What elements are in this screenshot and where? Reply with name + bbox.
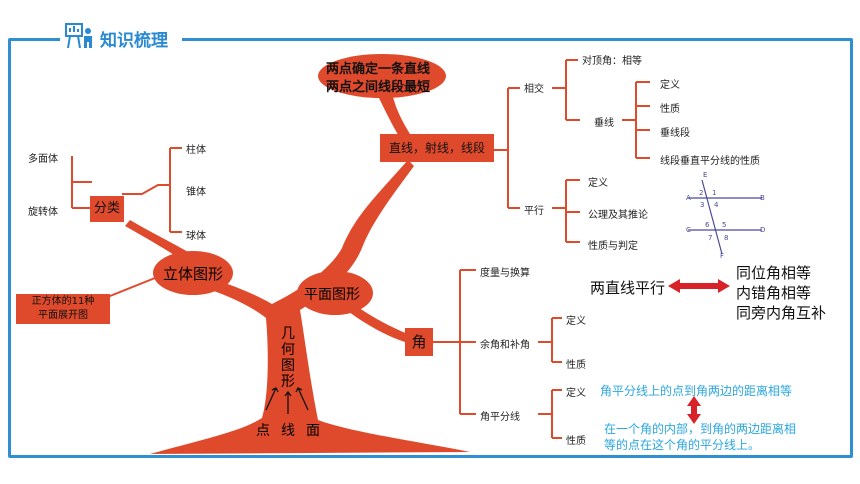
measure-label: 度量与换算	[480, 268, 530, 279]
base-dot: 点	[256, 423, 270, 439]
cs-prop-label: 性质	[566, 360, 586, 371]
para-def-label: 定义	[588, 178, 608, 189]
cube-net-node: 正方体的11种 平面展开图	[16, 294, 110, 324]
fig-label-3: 3	[700, 201, 705, 209]
perp-bisector-label: 线段垂直平分线的性质	[660, 156, 760, 167]
bisector-label: 角平分线	[480, 412, 520, 423]
cube-net-line1: 正方体的11种	[31, 296, 95, 307]
tree-trunk	[150, 160, 470, 454]
perp-prop-label: 性质	[660, 104, 680, 115]
cube-net-line2: 平面展开图	[38, 310, 88, 321]
para-axiom-label: 公理及其推论	[588, 210, 648, 221]
plane-figure-label: 平面图形	[304, 287, 360, 303]
bis-def-text: 角平分线上的点到角两边的距离相等	[600, 384, 793, 398]
fig-label-5: 5	[722, 221, 727, 229]
polyhedron-label: 多面体	[28, 154, 58, 165]
prism-label: 柱体	[186, 145, 206, 156]
base-surface: 面	[306, 423, 320, 439]
base-arrows	[265, 387, 309, 414]
plane-figure-node	[297, 271, 373, 315]
fig-label-E: E	[703, 171, 708, 179]
perpendicular-label: 垂线	[594, 118, 614, 129]
content-frame	[8, 38, 853, 458]
vertical-angles-label: 对顶角：相等	[582, 56, 642, 67]
double-arrow-vertical	[687, 396, 701, 424]
solid-figure-node	[153, 251, 233, 295]
header-title: 知识梳理	[100, 31, 168, 51]
parallel-rule-right-2: 内错角相等	[736, 284, 812, 302]
bis-prop-label: 性质	[566, 436, 586, 447]
cs-def-label: 定义	[566, 316, 586, 327]
intersect-label: 相交	[524, 84, 544, 95]
para-prop-label: 性质与判定	[588, 241, 638, 252]
classify-node: 分类	[90, 196, 124, 222]
fig-label-2: 2	[699, 189, 704, 197]
bis-prop-text-2: 等的点在这个角的平分线上。	[604, 438, 761, 452]
fig-label-4: 4	[714, 201, 719, 209]
fig-label-A: A	[686, 194, 691, 202]
base-line: 线	[281, 423, 295, 439]
teacher-board-icon	[65, 23, 92, 49]
fig-label-F: F	[720, 252, 725, 260]
parallel-rule-right-1: 同位角相等	[736, 264, 812, 282]
solid-figure-label: 立体图形	[163, 265, 224, 283]
bubble-line-1: 两点确定一条直线	[326, 62, 431, 77]
bubble-line-2: 两点之间线段最短	[326, 80, 431, 95]
fig-label-7: 7	[708, 234, 713, 242]
parallel-rule-left: 两直线平行	[590, 279, 666, 297]
bubble-tail	[375, 90, 410, 138]
bubble-node	[318, 54, 446, 98]
parallel-label: 平行	[524, 206, 544, 217]
perp-segment-label: 垂线段	[660, 128, 690, 139]
cone-label: 锥体	[186, 187, 206, 198]
fig-label-1: 1	[712, 189, 717, 197]
root-label: 几何图形	[281, 326, 295, 390]
parallel-rule-right-3: 同旁内角互补	[736, 304, 827, 322]
fig-label-C: C	[686, 226, 691, 234]
revolution-label: 旋转体	[28, 207, 58, 218]
comp-supp-label: 余角和补角	[480, 340, 530, 351]
fig-label-6: 6	[705, 221, 710, 229]
bis-prop-text-1: 在一个角的内部，到角的两边距离相	[604, 422, 797, 436]
sphere-label: 球体	[186, 231, 206, 242]
classify-tail	[125, 220, 195, 262]
parallel-lines-figure	[688, 179, 762, 255]
double-arrow-horizontal	[668, 279, 730, 293]
lines-node: 直线，射线，线段	[380, 134, 494, 162]
perp-def-label: 定义	[660, 80, 680, 91]
fig-label-8: 8	[724, 234, 729, 242]
fig-label-B: B	[760, 194, 765, 202]
bis-def-label: 定义	[566, 388, 586, 399]
angle-node: 角	[405, 328, 433, 356]
fig-label-D: D	[760, 226, 766, 234]
